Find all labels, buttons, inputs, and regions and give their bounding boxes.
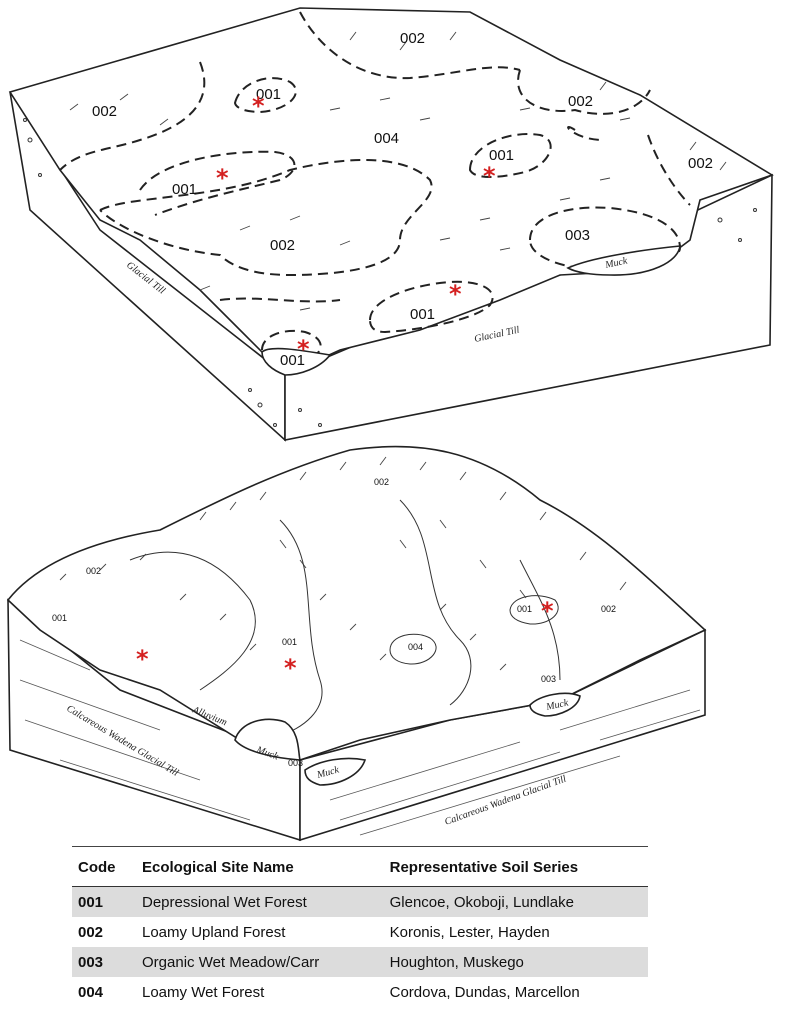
bottom-label-002-north: 002 — [374, 477, 389, 487]
top-label-001-c: 001 — [489, 147, 514, 164]
top-label-003: 003 — [565, 227, 590, 244]
legend-soil-series: Glencoe, Okoboji, Lundlake — [383, 886, 648, 917]
top-boundary-001-c — [468, 133, 552, 178]
top-label-002-north: 002 — [400, 30, 425, 47]
top-geology-muck: Muck — [603, 255, 629, 271]
top-boundary-001-b — [139, 150, 296, 216]
bottom-label-001-west: 001 — [52, 613, 67, 623]
top-label-001-a: 001 — [256, 86, 281, 103]
bottom-surface-hachures — [59, 456, 627, 671]
top-label-002-east: 002 — [688, 155, 713, 172]
bottom-label-001-east: 001 — [517, 604, 532, 614]
top-boundary-002-east — [647, 134, 691, 206]
legend-site-name: Loamy Upland Forest — [142, 923, 286, 941]
top-face-gravel — [23, 118, 757, 427]
top-boundary-002-ne — [517, 69, 651, 115]
block-diagrams: 002 002 001 002 004 001 001 002 002 003 … — [6, 7, 774, 842]
top-front-depression — [261, 347, 332, 376]
legend-header-row: Code Ecological Site Name Representative… — [72, 846, 648, 887]
bottom-label-001-center: 001 — [282, 637, 297, 647]
bottom-marker-2: * — [284, 654, 297, 682]
bottom-depression-001 — [509, 595, 559, 625]
legend-soil-series: Koronis, Lester, Hayden — [389, 923, 550, 941]
legend-header-code: Code — [72, 846, 136, 887]
top-marker-3: * — [483, 162, 496, 190]
top-markers: * * * * * — [216, 92, 496, 363]
top-marker-4: * — [449, 280, 462, 308]
legend-code: 002 — [78, 923, 104, 941]
site-legend-table: Code Ecological Site Name Representative… — [72, 846, 648, 1007]
table-row: 003 Organic Wet Meadow/Carr Houghton, Mu… — [72, 947, 648, 977]
top-label-001-b: 001 — [172, 181, 197, 198]
bottom-geology-muck-right: Muck — [544, 697, 570, 713]
top-marker-5: * — [297, 335, 310, 363]
table-row: 004 Loamy Wet Forest Cordova, Dundas, Ma… — [72, 977, 648, 1007]
bottom-ridge-line-2 — [279, 519, 323, 736]
bottom-label-002-west: 002 — [86, 566, 101, 576]
legend-site-name: Depressional Wet Forest — [136, 886, 384, 917]
top-boundary-004 — [99, 159, 433, 277]
top-label-001-e: 001 — [280, 352, 305, 369]
bottom-muck-front — [304, 757, 367, 786]
bottom-label-002-east: 002 — [601, 604, 616, 614]
top-surface-hatching — [69, 31, 727, 311]
legend-header-name: Ecological Site Name — [136, 846, 384, 887]
legend-code: 003 — [72, 947, 136, 977]
legend-table: Code Ecological Site Name Representative… — [72, 846, 648, 1007]
bottom-ridge-line-4 — [519, 559, 561, 681]
top-boundary-001-e — [261, 330, 322, 359]
bottom-ridge-line-3 — [399, 499, 472, 706]
bottom-markers: * * * — [136, 597, 554, 682]
bottom-muck-left — [234, 718, 302, 761]
legend-site-name: Loamy Wet Forest — [142, 983, 265, 1001]
bottom-face-bedding — [19, 639, 701, 836]
top-boundary-001-d — [368, 280, 494, 334]
top-label-002-nw: 002 — [92, 103, 117, 120]
table-row: 002 Loamy Upland Forest Koronis, Lester,… — [72, 917, 648, 947]
top-marker-1: * — [252, 92, 265, 120]
bottom-label-004: 004 — [408, 642, 423, 652]
bottom-marker-3: * — [541, 597, 554, 625]
legend-code: 004 — [78, 983, 104, 1001]
top-label-002-ne: 002 — [568, 93, 593, 110]
legend-site-name: Organic Wet Meadow/Carr — [136, 947, 384, 977]
bottom-depression-004 — [389, 633, 437, 665]
bottom-marker-1: * — [136, 645, 149, 673]
top-boundary-001-a — [233, 77, 297, 114]
top-boundary-002-nw — [59, 61, 206, 171]
bottom-ridge-line-1 — [129, 551, 256, 691]
bottom-label-003-east: 003 — [541, 674, 556, 684]
legend-soil-series: Cordova, Dundas, Marcellon — [389, 983, 580, 1001]
top-block-diagram: 002 002 001 002 004 001 001 002 002 003 … — [8, 7, 774, 442]
bottom-label-003-front: 003 — [288, 758, 303, 768]
table-row: 001 Depressional Wet Forest Glencoe, Oko… — [72, 886, 648, 917]
top-boundary-002-ne2 — [567, 125, 601, 141]
top-label-002-center: 002 — [270, 237, 295, 254]
top-label-001-d: 001 — [410, 306, 435, 323]
legend-soil-series: Houghton, Muskego — [383, 947, 648, 977]
bottom-muck-right — [529, 692, 581, 717]
top-boundary-002-north — [299, 11, 521, 80]
bottom-block-diagram: 002 002 001 001 004 001 002 003 003 Allu… — [6, 445, 707, 842]
bottom-block-surface — [6, 445, 707, 761]
legend-code: 001 — [72, 886, 136, 917]
top-marker-2: * — [216, 164, 229, 192]
legend-header-soils: Representative Soil Series — [383, 846, 648, 887]
top-muck-depression — [566, 245, 681, 276]
top-label-004: 004 — [374, 130, 399, 147]
